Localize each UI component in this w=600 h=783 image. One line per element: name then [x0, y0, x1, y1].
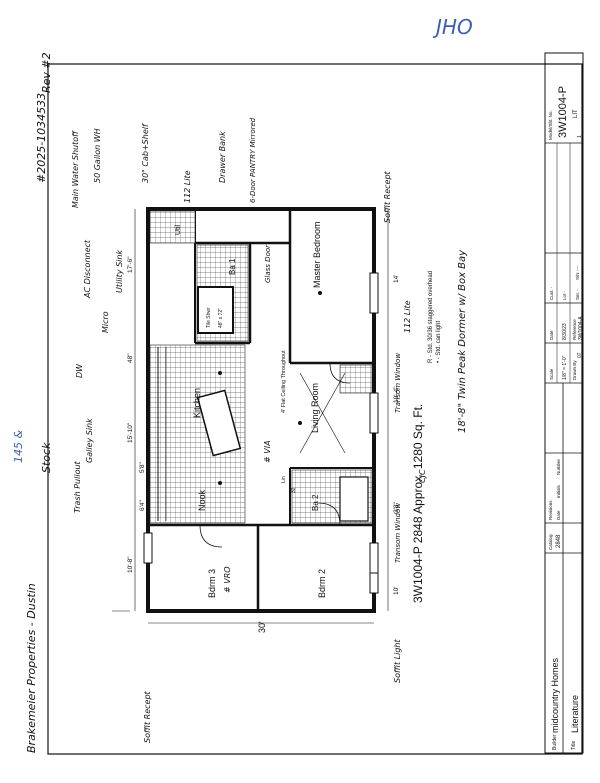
reference-value: 3W1004-A [578, 316, 584, 340]
scale-value: 1/8" = 1'-0" [562, 355, 568, 380]
note-soffit-recept-top: Soffit Recept [383, 170, 392, 223]
note-main-water: Main Water Shutoff [71, 130, 80, 208]
dim-top-1: 10'-8" [127, 556, 134, 573]
plan-title: 3W1004-P 2848 Approx. 1280 Sq. Ft. [411, 404, 425, 603]
rev-number-label: Number [556, 458, 561, 475]
note-dormer: 18'-8" Twin Peak Dormer w/ Box Bay [457, 249, 468, 433]
note-can-light: • - Std. can light [436, 321, 442, 363]
corner-initials: JHO [432, 15, 473, 39]
note-via: # VIA [263, 440, 272, 463]
note-doc-number: #2025-1034533 [35, 93, 48, 183]
tile-shower-label: Tile Shwr [206, 307, 212, 328]
lot-label: Lot - [562, 290, 567, 300]
note-vro: # VRO [223, 566, 232, 593]
room-bedroom3: Bdrm 3 [207, 569, 217, 598]
tile-shower [197, 286, 234, 334]
room-nook: Nook [197, 489, 207, 511]
drawn-by-label: Drawn By [572, 360, 577, 380]
bath2-tub [339, 476, 369, 522]
dim-32: 32 [291, 487, 297, 493]
scale-label: Scale [549, 368, 554, 380]
note-water-heater: 50 Gallon WH [93, 128, 102, 183]
kitchen-island [196, 389, 242, 457]
note-soffit-recept-bottom: Soffit Recept [143, 690, 152, 743]
note-112-lite-b: 112 Lite [403, 300, 412, 333]
dim-top-3: 48" [127, 353, 134, 363]
util-floor [149, 210, 196, 244]
title-label: Title [571, 741, 577, 750]
entry-floor [339, 364, 373, 394]
sheet-value: LIT [573, 109, 579, 118]
dim-bottom-2: 3'8" [393, 502, 400, 513]
note-112-lite: 112 Lite [183, 170, 192, 203]
dim-bottom-3: 19'-4" [393, 386, 400, 403]
drawn-by-value: 07 [577, 352, 583, 358]
note-transom-bottom: Transom Window [394, 503, 402, 563]
room-bedroom2: Bdrm 2 [317, 569, 327, 598]
room-master: Master Bedroom [312, 221, 322, 288]
rev-initials-label: Initials [556, 484, 561, 498]
note-count: 145 & [12, 430, 25, 463]
note-overhead: R - Std. 30/36 staggered overhead [428, 271, 434, 363]
date-label: Date [549, 330, 554, 340]
flat-ceiling-note: 4' Flat Ceiling Throughout [281, 350, 287, 413]
ser-label: Ser. - [575, 289, 580, 300]
sheet-border [47, 63, 583, 755]
floor-plan: Master Bedroom Ba 1 Util Kitchen Nook Li… [112, 207, 442, 633]
kitchen-floor [149, 344, 246, 524]
note-dw: DW [75, 363, 84, 378]
dim-top-2: 15'-10" [127, 422, 134, 443]
note-drawer-bank: Drawer Bank [218, 131, 227, 183]
note-rev: Rev #2 [40, 52, 53, 93]
dim-top2-2: 5'8" [139, 462, 146, 473]
dim-top2-1: 6'4" [139, 500, 146, 511]
handwritten-notes: Brakemeier Properties - Dustin Stock 145… [12, 52, 468, 753]
note-pantry: 6-Door PANTRY Mirrored [249, 117, 257, 203]
note-ac-disconnect: AC Disconnect [83, 239, 92, 299]
dim-bottom-1: 10' [393, 587, 400, 595]
date-value: 8/30/23 [562, 323, 568, 340]
builder-label: Builder [552, 734, 558, 750]
model-label: Model/Sht. No. [548, 110, 553, 140]
title-value: Literature [570, 695, 580, 733]
page-value: 1 [577, 135, 583, 138]
room-bath2: Ba 2 [311, 494, 320, 511]
room-living: Living Room [310, 383, 320, 433]
note-stock: Stock [40, 442, 53, 473]
note-galley-sink: Galley Sink [85, 418, 94, 463]
dim-bottom-4: 14' [393, 275, 400, 283]
room-bath1: Ba 1 [228, 258, 237, 275]
linen-label: Lin [281, 476, 287, 483]
sn-label: S/N ---- [575, 265, 580, 280]
catalog-value: 2848 [556, 534, 562, 548]
note-soffit-light: Soffit Light [393, 639, 402, 683]
revisions-label: Revisions [548, 500, 553, 520]
reference-label: Reference [572, 319, 577, 340]
catalog-label: Catalog [548, 534, 553, 550]
note-cjc: CJC [418, 469, 427, 483]
note-utility-sink: Utility Sink [115, 250, 124, 293]
room-kitchen: Kitchen [192, 388, 202, 418]
dim-top-4: 17'-6" [127, 256, 134, 273]
note-cab-shelf: 30" Cab+Shelf [141, 123, 150, 183]
note-micro: Micro [101, 311, 110, 333]
note-transom-window: Transom Window [394, 353, 402, 413]
note-customer: Brakemeier Properties - Dustin [25, 583, 38, 753]
note-trash-pullout: Trash Pullout [73, 460, 82, 513]
shower-size: 48" x 72" [218, 308, 224, 328]
room-utility: Util [175, 224, 182, 235]
rev-date-label: Date [556, 510, 561, 520]
note-glass-door: Glass Door [264, 244, 272, 283]
builder-value: midcountry Homes [550, 657, 560, 733]
title-block: Builder midcountry Homes Title Literatur… [544, 52, 584, 754]
dim-overall: 30' [257, 621, 267, 633]
model-value: 3W1004-P [557, 86, 569, 138]
cust-label: Cust. - [549, 286, 554, 300]
